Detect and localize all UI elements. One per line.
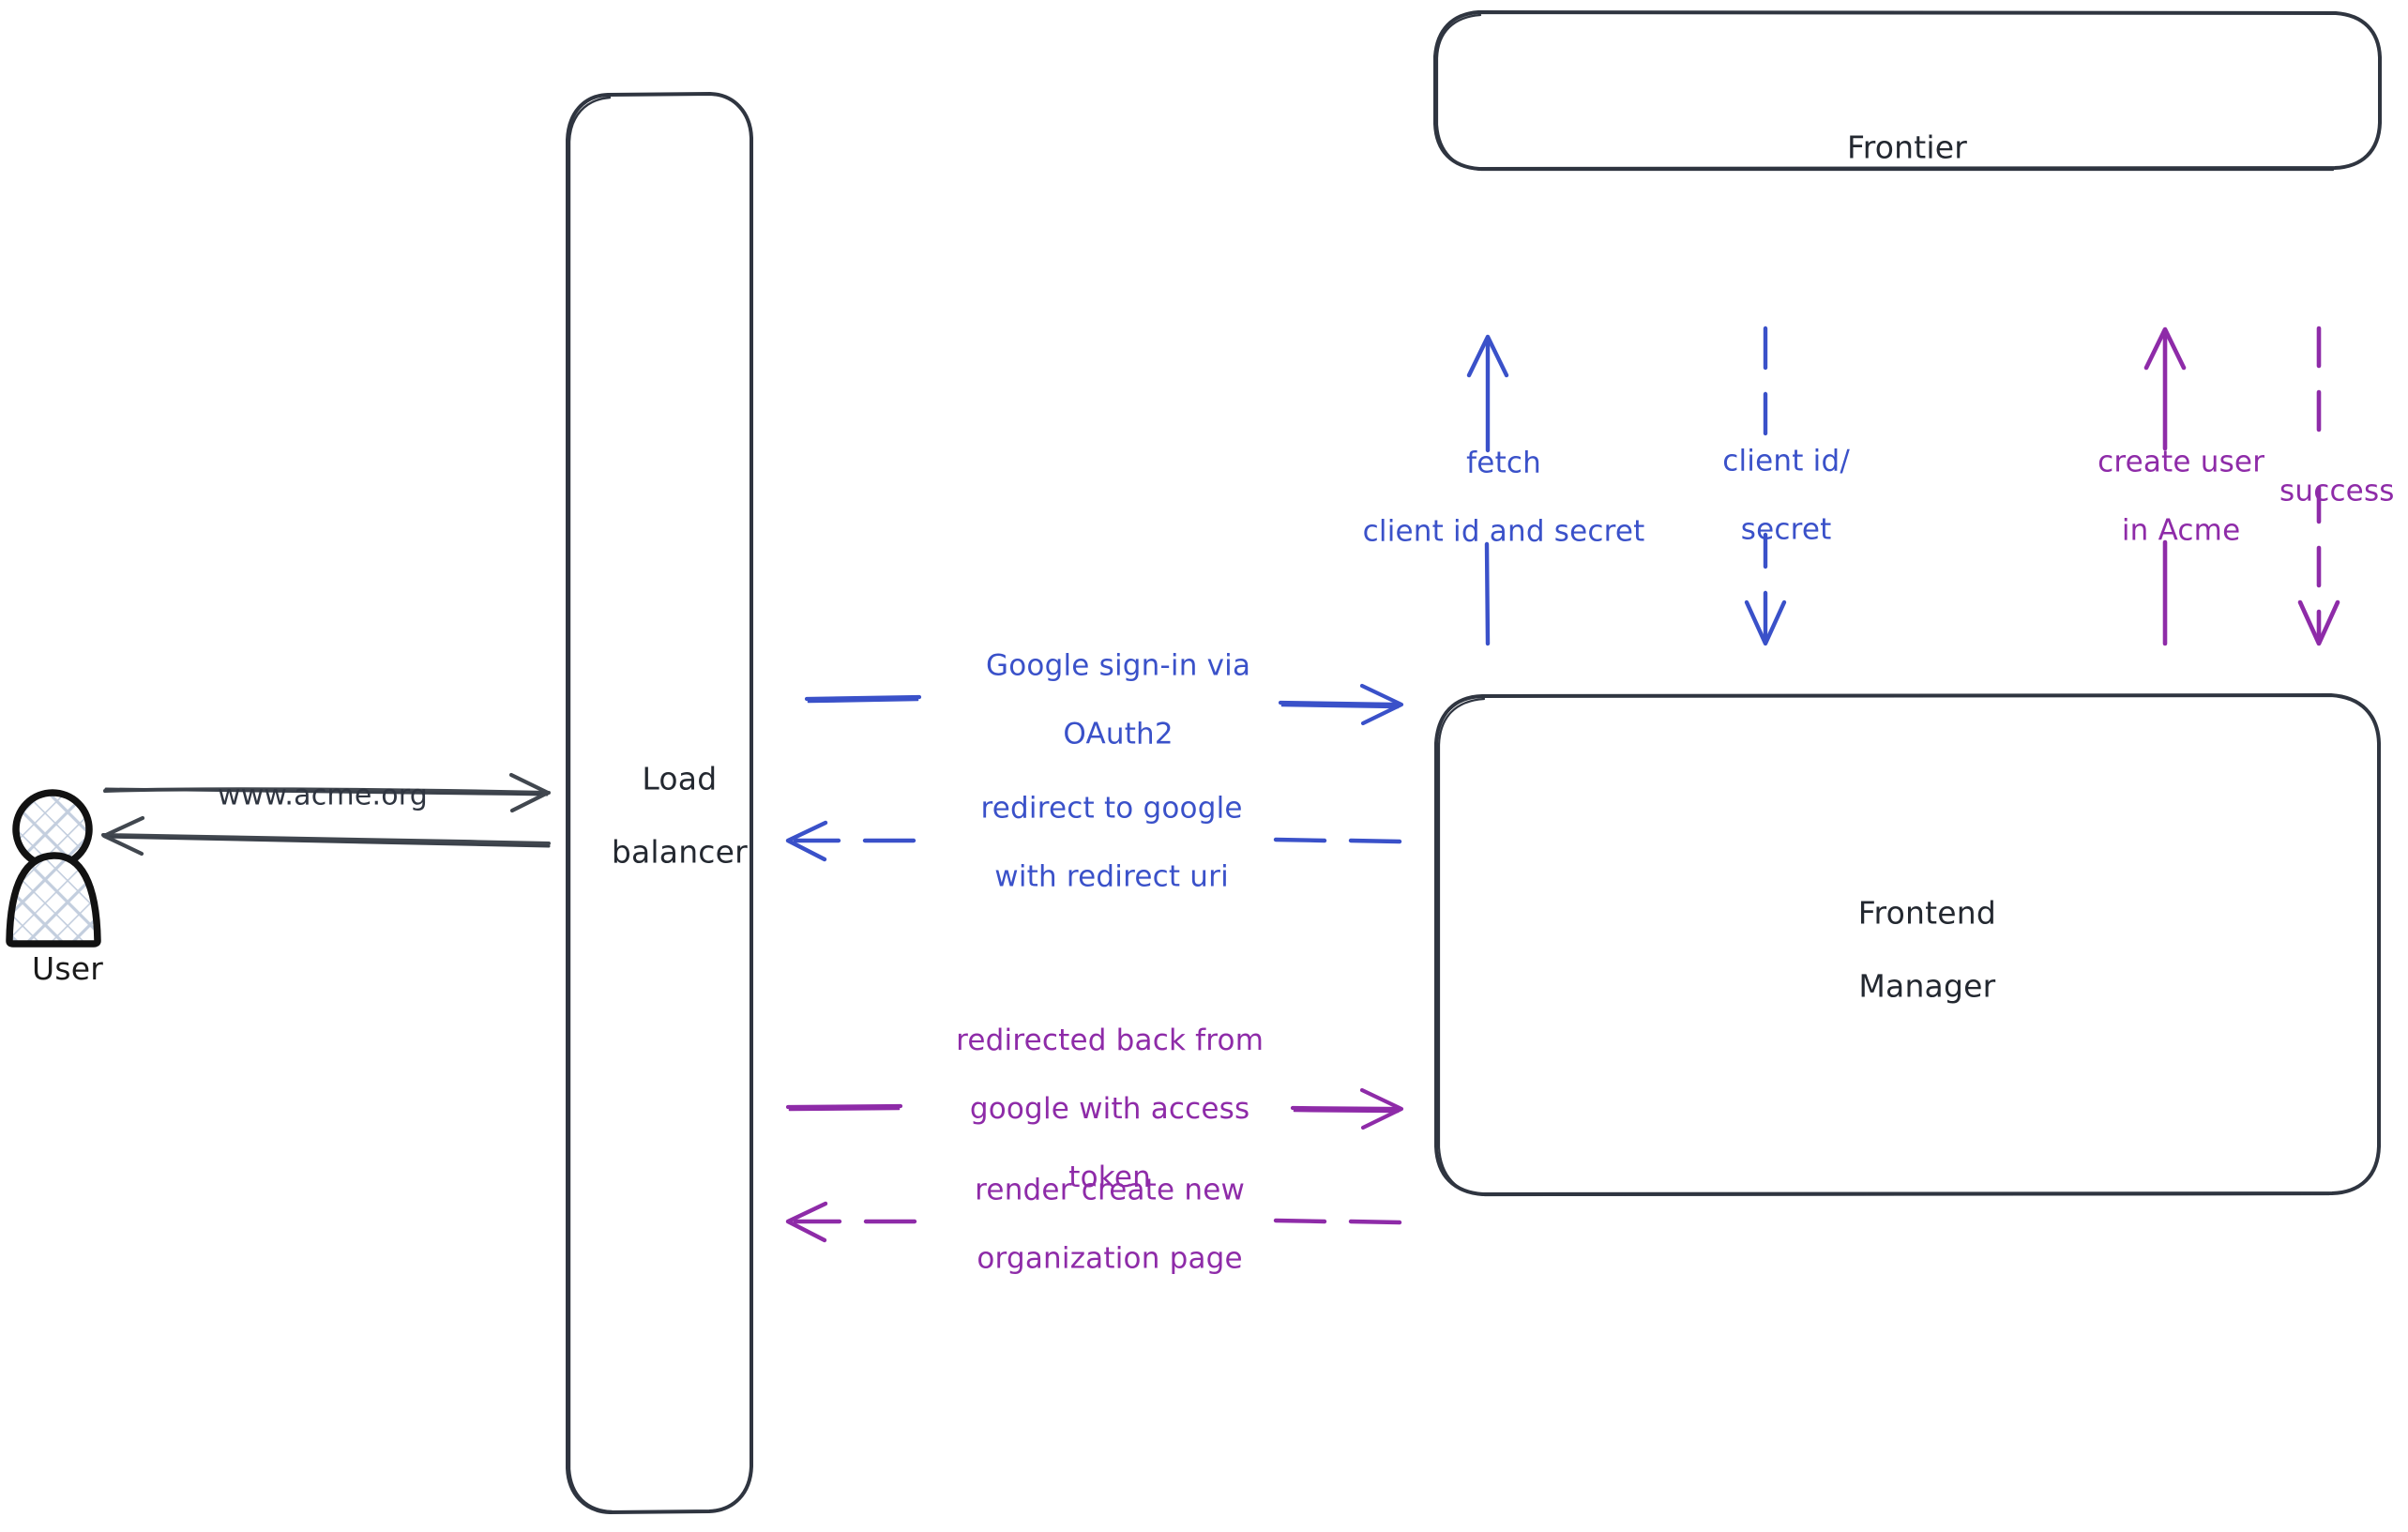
- load-balancer-node[interactable]: [566, 92, 753, 1514]
- edge-label-redirect-google-line2: with redirect uri: [994, 859, 1229, 894]
- edge-label-redirect-google-line1: redirect to google: [980, 791, 1243, 826]
- edge-google-signin-oauth2: [804, 683, 1404, 726]
- edge-render-create-organization: [785, 1201, 1402, 1243]
- frontier-node[interactable]: [1433, 10, 2382, 172]
- load-balancer-label-line1: Load: [642, 760, 718, 797]
- edge-label-client-id-secret-line2: secret: [1740, 512, 1832, 547]
- edge-label-client-id-secret-line1: client id/: [1722, 444, 1850, 478]
- edge-label-access-token: redirected back from google with access …: [918, 989, 1264, 1229]
- edge-label-google-signin: Google sign-in via OAuth2: [948, 614, 1250, 786]
- edge-label-create-user-acme-line1: create user: [2098, 445, 2265, 479]
- edge-label-fetch-client-id-line2: client id and secret: [1362, 514, 1645, 549]
- load-balancer-label: Load balancer: [571, 725, 748, 908]
- edge-label-google-signin-line1: Google sign-in via: [986, 648, 1251, 683]
- user-actor-icon: [6, 789, 101, 948]
- edge-label-render-org-page-line1: render create new: [975, 1173, 1246, 1207]
- edge-label-create-user-acme-line2: in Acme: [2121, 513, 2241, 548]
- frontend-manager-node[interactable]: [1434, 693, 2381, 1197]
- edge-create-user-in-acme: [2143, 326, 2187, 646]
- edge-label-render-org-page-line2: organization page: [977, 1241, 1243, 1276]
- edge-label-acme-url: www.acme.org: [217, 779, 429, 812]
- edge-client-id-secret: [1744, 326, 1787, 646]
- edge-label-fetch-client-id-line1: fetch: [1466, 446, 1542, 480]
- edge-label-success: success: [2279, 474, 2395, 508]
- edge-load-balancer-to-user: [101, 815, 551, 857]
- edge-label-access-token-line2: google with access: [969, 1091, 1250, 1126]
- edge-redirect-to-google: [785, 820, 1402, 862]
- edge-success: [2297, 326, 2340, 646]
- edge-label-access-token-line3: token: [1068, 1160, 1151, 1194]
- frontend-manager-label-line2: Manager: [1858, 967, 1996, 1005]
- edge-label-fetch-client-id: fetch client id and secret: [1325, 412, 1645, 584]
- user-actor-label: User: [31, 950, 104, 987]
- edge-label-render-org-page: render create new organization page: [937, 1139, 1245, 1311]
- load-balancer-label-line2: balancer: [611, 833, 748, 871]
- edge-label-google-signin-line2: OAuth2: [1063, 717, 1174, 751]
- edge-label-client-id-secret: client id/ secret: [1685, 410, 1850, 582]
- edge-user-to-load-balancer: [103, 772, 551, 813]
- edge-fetch-client-id-and-secret: [1466, 334, 1509, 646]
- frontier-label: Frontier: [1846, 129, 1968, 166]
- edge-redirected-back-access-token: [785, 1087, 1404, 1130]
- frontend-manager-label: Frontend Manager: [1818, 859, 1996, 1042]
- edge-label-create-user-acme: create user in Acme: [2060, 411, 2264, 583]
- edge-label-access-token-line1: redirected back from: [956, 1023, 1265, 1057]
- edge-label-redirect-google: redirect to google with redirect uri: [943, 757, 1243, 929]
- frontend-manager-label-line1: Frontend: [1857, 894, 1996, 932]
